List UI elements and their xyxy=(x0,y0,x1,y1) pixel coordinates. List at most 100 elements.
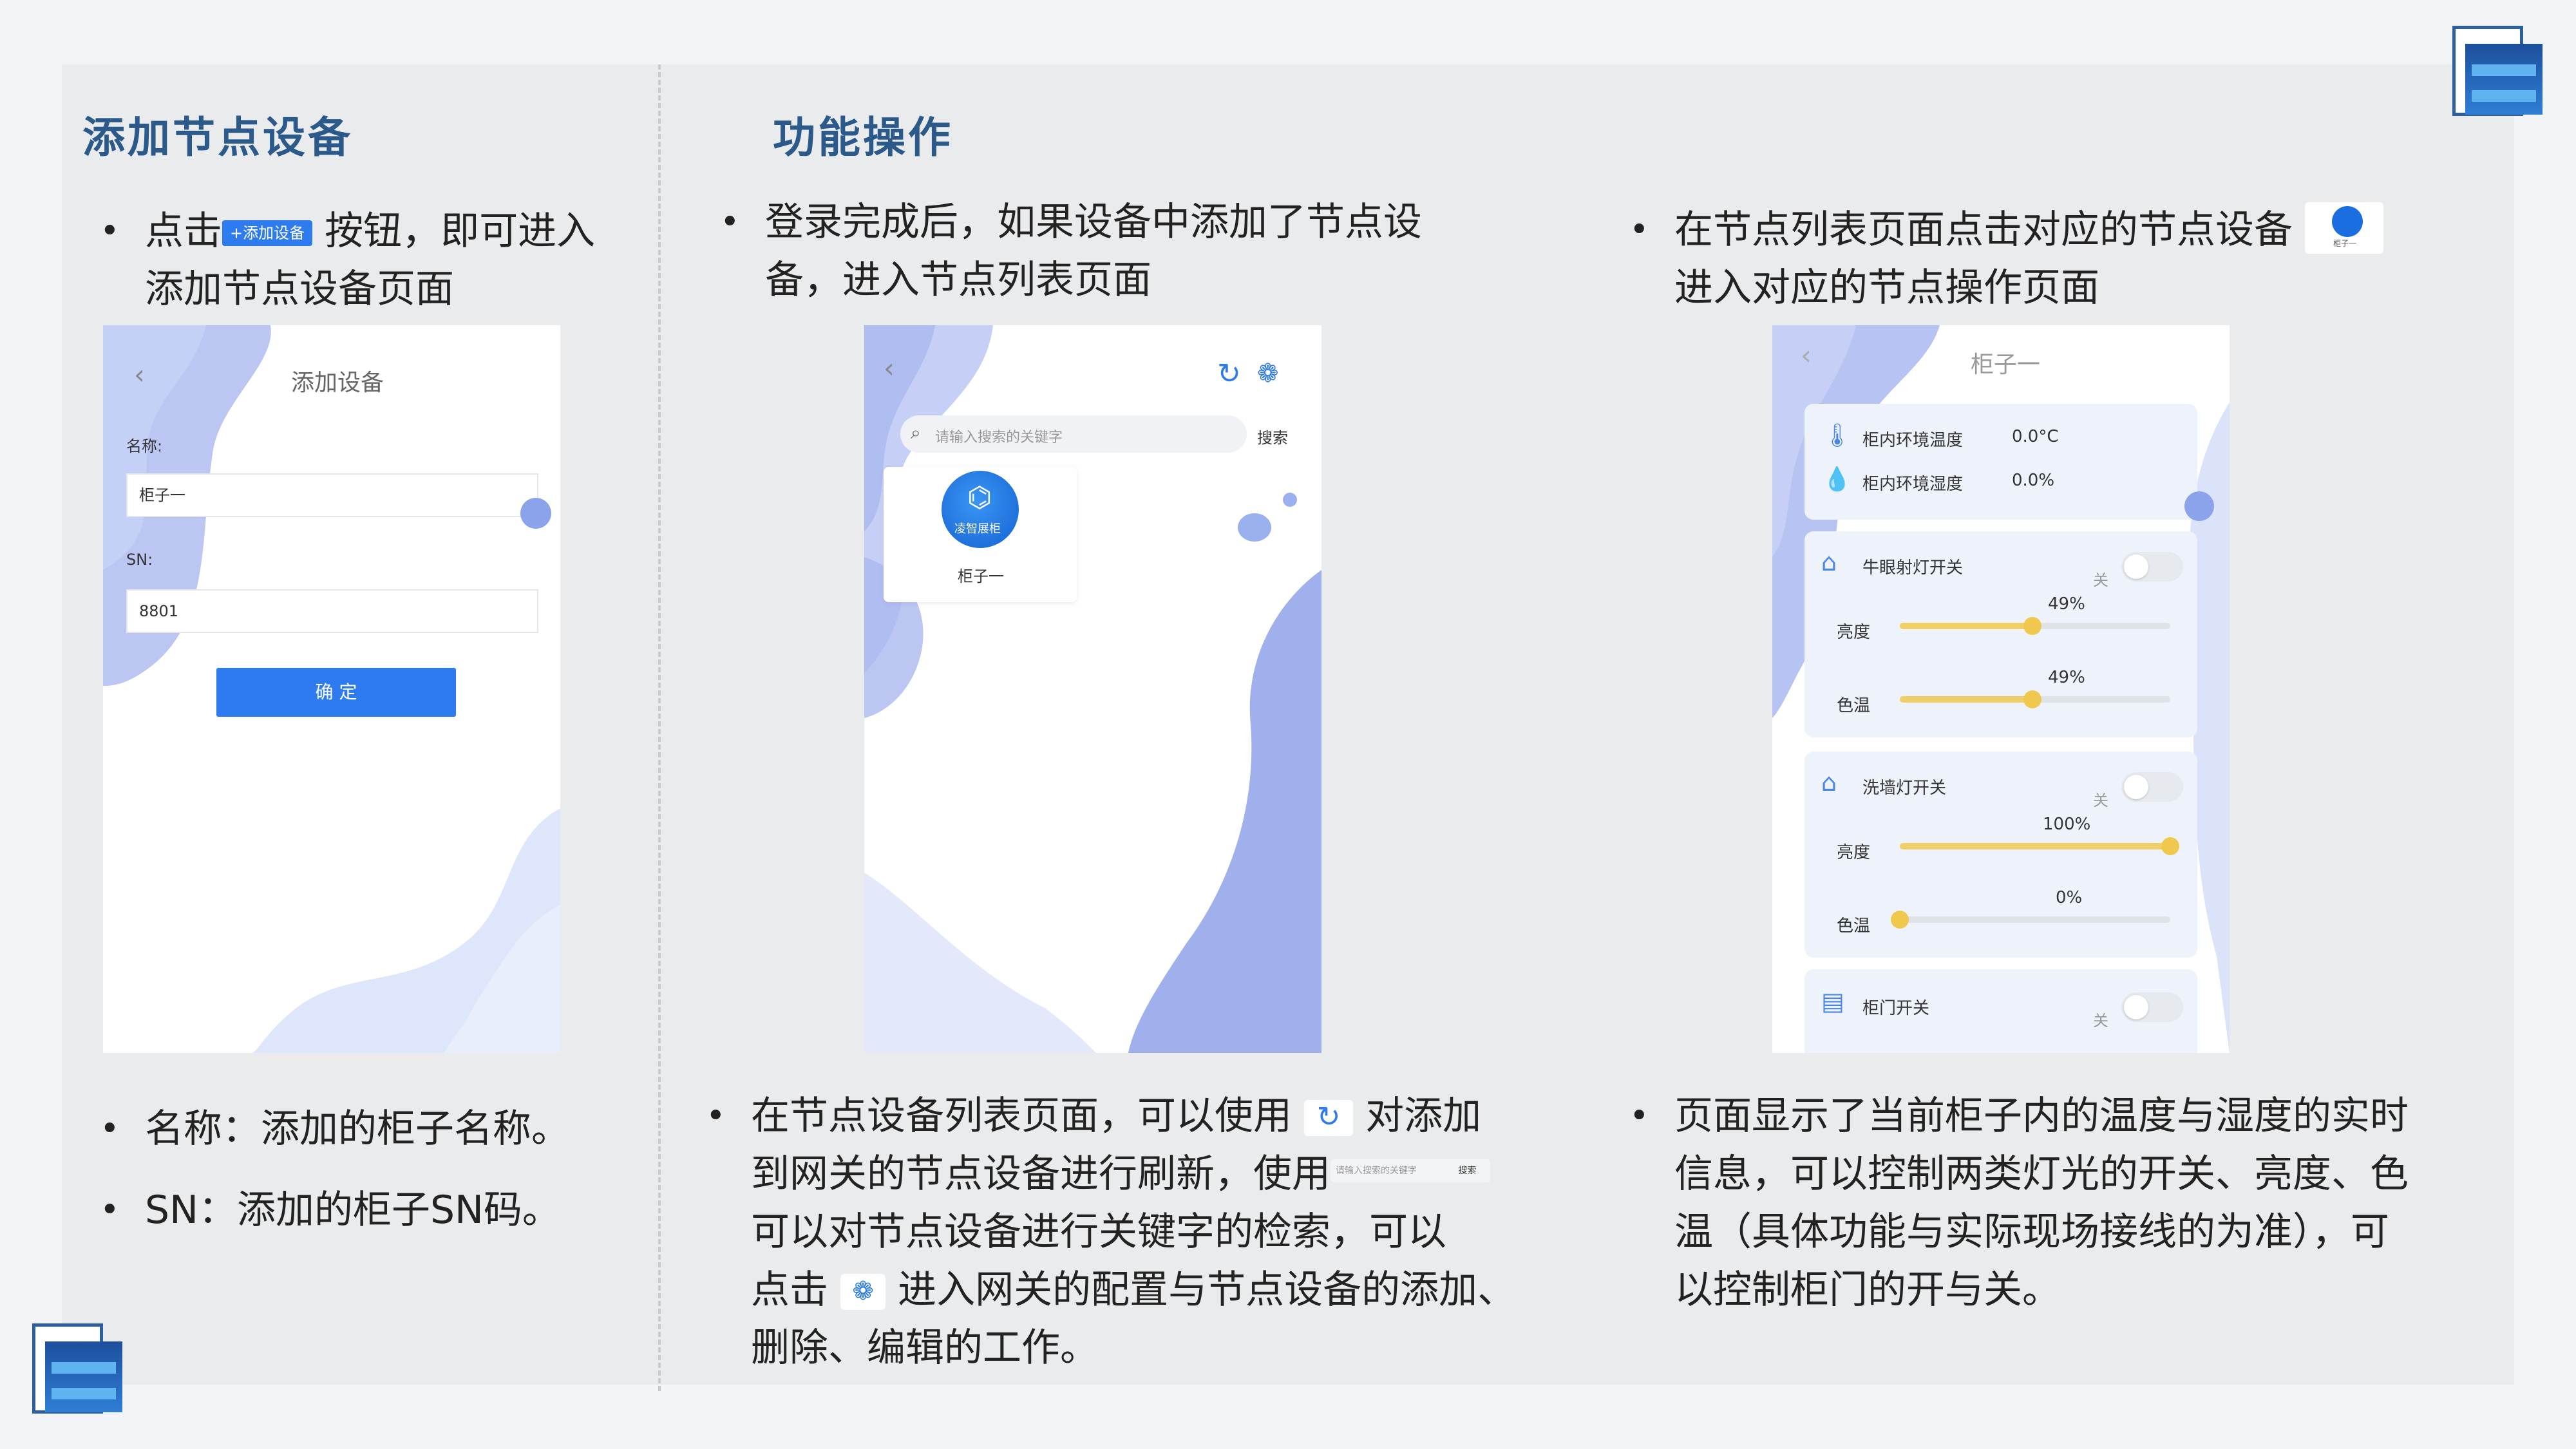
add-device-button-sample: +添加设备 xyxy=(222,220,313,247)
device-card[interactable]: ⌬ 凌智展柜 柜子一 xyxy=(884,467,1077,602)
bullet-text: 对添加 xyxy=(1365,1094,1482,1139)
name-input[interactable]: 柜子一 xyxy=(126,473,538,517)
door-card: ▤ 柜门开关 关 xyxy=(1804,969,2197,1053)
light2-switch-label: 关 xyxy=(2093,791,2108,810)
bullet-dot: • xyxy=(100,1110,120,1148)
deco-dot xyxy=(1238,513,1271,542)
phone-add-device: ‹ 添加设备 名称: 柜子一 SN: 8801 确 定 xyxy=(103,325,560,1053)
sn-input[interactable]: 8801 xyxy=(126,589,538,633)
slider-knob[interactable] xyxy=(2023,690,2041,708)
thermometer-icon: 🌡 xyxy=(1823,422,1852,449)
light1-brightness-value: 49% xyxy=(2048,594,2085,614)
bullet-dot: • xyxy=(1629,1097,1649,1135)
bullet-text: SN：添加的柜子SN码。 xyxy=(145,1188,561,1233)
door-toggle[interactable] xyxy=(2121,992,2183,1022)
env-card: 🌡 柜内环境温度 0.0°C 💧 柜内环境湿度 0.0% xyxy=(1804,404,2197,520)
device-icon-sample-circle xyxy=(2332,206,2363,238)
cabinet-door-icon: ▤ xyxy=(1821,987,1844,1016)
temp-value: 0.0°C xyxy=(2012,427,2059,446)
slider-knob[interactable] xyxy=(1891,911,1909,929)
bullet-text: 在节点设备列表页面，可以使用 xyxy=(751,1094,1292,1139)
deco-dot xyxy=(1283,493,1297,507)
device-icon-sample-label: 柜子一 xyxy=(2333,239,2357,249)
column-divider xyxy=(658,64,661,1391)
bullet-dot: • xyxy=(720,203,740,242)
bullet-dot: • xyxy=(100,212,120,251)
door-name: 柜门开关 xyxy=(1862,999,1930,1018)
heading-add-node: 添加节点设备 xyxy=(82,113,353,162)
lamp-icon: ⌂ xyxy=(1821,768,1837,797)
bullet-text: 进入对应的节点操作页面 xyxy=(1674,265,2099,310)
add-device-title: 添加设备 xyxy=(291,370,384,396)
back-icon[interactable]: ‹ xyxy=(134,359,145,390)
search-button[interactable]: 搜索 xyxy=(1257,429,1288,447)
light1-brightness-label: 亮度 xyxy=(1837,623,1871,642)
drag-dot xyxy=(2184,491,2214,521)
bullet-text: 点击 xyxy=(145,209,222,254)
bullet-dot: • xyxy=(1629,211,1649,249)
temp-label: 柜内环境温度 xyxy=(1862,431,1964,450)
lamp-icon: ⌂ xyxy=(1821,548,1837,576)
settings-icon-sample: ❁ xyxy=(840,1274,886,1311)
bullet-add-button-instruction: • 点击+添加设备 按钮，即可进入 添加节点设备页面 xyxy=(100,202,634,318)
light1-colortemp-slider[interactable] xyxy=(1900,690,2170,708)
sn-label: SN: xyxy=(126,551,153,569)
search-icon: ⌕ xyxy=(911,422,921,443)
bullet-detail-functions: • 页面显示了当前柜子内的温度与湿度的实时 信息，可以控制两类灯光的开关、亮度、… xyxy=(1629,1087,2499,1319)
search-bar[interactable]: ⌕ 请输入搜索的关键字 xyxy=(900,415,1247,453)
device-icon-sample: 柜子一 xyxy=(2305,202,2384,254)
bullet-sn-desc: • SN：添加的柜子SN码。 xyxy=(100,1181,634,1239)
light1-switch-label: 关 xyxy=(2093,571,2108,589)
hum-label: 柜内环境湿度 xyxy=(1862,475,1964,494)
confirm-button[interactable]: 确 定 xyxy=(216,668,456,717)
humidity-icon: 💧 xyxy=(1823,466,1852,493)
corner-logo-top-right xyxy=(2452,26,2549,122)
search-bar-sample: 请输入搜索的关键字 搜索 xyxy=(1331,1159,1490,1183)
bullet-text: 名称：添加的柜子名称。 xyxy=(145,1106,570,1151)
light2-colortemp-slider[interactable] xyxy=(1891,911,2170,929)
device-logo-text: 凌智展柜 xyxy=(954,522,1001,536)
bullet-login-list: • 登录完成后，如果设备中添加了节点设 备，进入节点列表页面 xyxy=(720,193,1525,309)
light2-brightness-slider[interactable] xyxy=(1900,837,2179,855)
search-placeholder: 请输入搜索的关键字 xyxy=(935,430,1063,446)
bullet-text: 以控制柜门的开与关。 xyxy=(1674,1267,2061,1312)
light1-brightness-slider[interactable] xyxy=(1900,617,2170,635)
bullet-text: 按钮，即可进入 xyxy=(325,209,596,254)
bullet-text: 登录完成后，如果设备中添加了节点设 xyxy=(765,200,1422,245)
door-switch-label: 关 xyxy=(2093,1012,2108,1030)
phone-node-list: ‹ ↻ ❁ ⌕ 请输入搜索的关键字 搜索 ⌬ 凌智展柜 柜子一 xyxy=(864,325,1321,1053)
back-icon[interactable]: ‹ xyxy=(884,352,895,384)
toggle-knob xyxy=(2124,554,2148,579)
light2-brightness-label: 亮度 xyxy=(1837,843,1871,862)
bullet-dot: • xyxy=(706,1097,726,1135)
slider-fill xyxy=(1900,696,2032,703)
name-label: 名称: xyxy=(126,437,163,455)
settings-icon[interactable]: ❁ xyxy=(1257,359,1279,388)
light1-toggle[interactable] xyxy=(2121,552,2183,582)
light2-colortemp-value: 0% xyxy=(2056,888,2083,907)
detail-title: 柜子一 xyxy=(1971,352,2041,378)
toggle-knob xyxy=(2124,775,2148,799)
slider-knob[interactable] xyxy=(2023,617,2041,635)
phone-node-detail: ‹ 柜子一 🌡 柜内环境温度 0.0°C 💧 柜内环境湿度 0.0% ⌂ 牛眼射… xyxy=(1772,325,2230,1053)
refresh-icon[interactable]: ↻ xyxy=(1217,357,1241,390)
light2-brightness-value: 100% xyxy=(2043,815,2091,834)
slider-fill xyxy=(1900,623,2032,629)
light2-toggle[interactable] xyxy=(2121,772,2183,802)
back-icon[interactable]: ‹ xyxy=(1801,339,1812,371)
bullet-list-functions: • 在节点设备列表页面，可以使用 ↻ 对添加 到网关的节点设备进行刷新，使用请输… xyxy=(706,1087,1562,1377)
device-name: 柜子一 xyxy=(958,567,1004,585)
toggle-knob xyxy=(2124,995,2148,1019)
bullet-text: 可以对节点设备进行关键字的检索，可以 xyxy=(751,1209,1446,1255)
bullet-name-desc: • 名称：添加的柜子名称。 xyxy=(100,1100,634,1158)
light2-card: ⌂ 洗墙灯开关 关 100% 亮度 0% 色温 xyxy=(1804,752,2197,958)
slider-knob[interactable] xyxy=(2161,837,2179,855)
bullet-text: 进入网关的配置与节点设备的添加、 xyxy=(898,1267,1517,1312)
light1-name: 牛眼射灯开关 xyxy=(1862,558,1964,578)
bullet-text: 备，进入节点列表页面 xyxy=(765,258,1151,303)
light1-colortemp-value: 49% xyxy=(2048,668,2085,687)
bullet-text: 信息，可以控制两类灯光的开关、亮度、色 xyxy=(1674,1151,2409,1197)
mini-search-text: 请输入搜索的关键字 xyxy=(1336,1166,1417,1177)
bullet-text: 点击 xyxy=(751,1267,828,1312)
slider-fill xyxy=(1900,843,2170,849)
